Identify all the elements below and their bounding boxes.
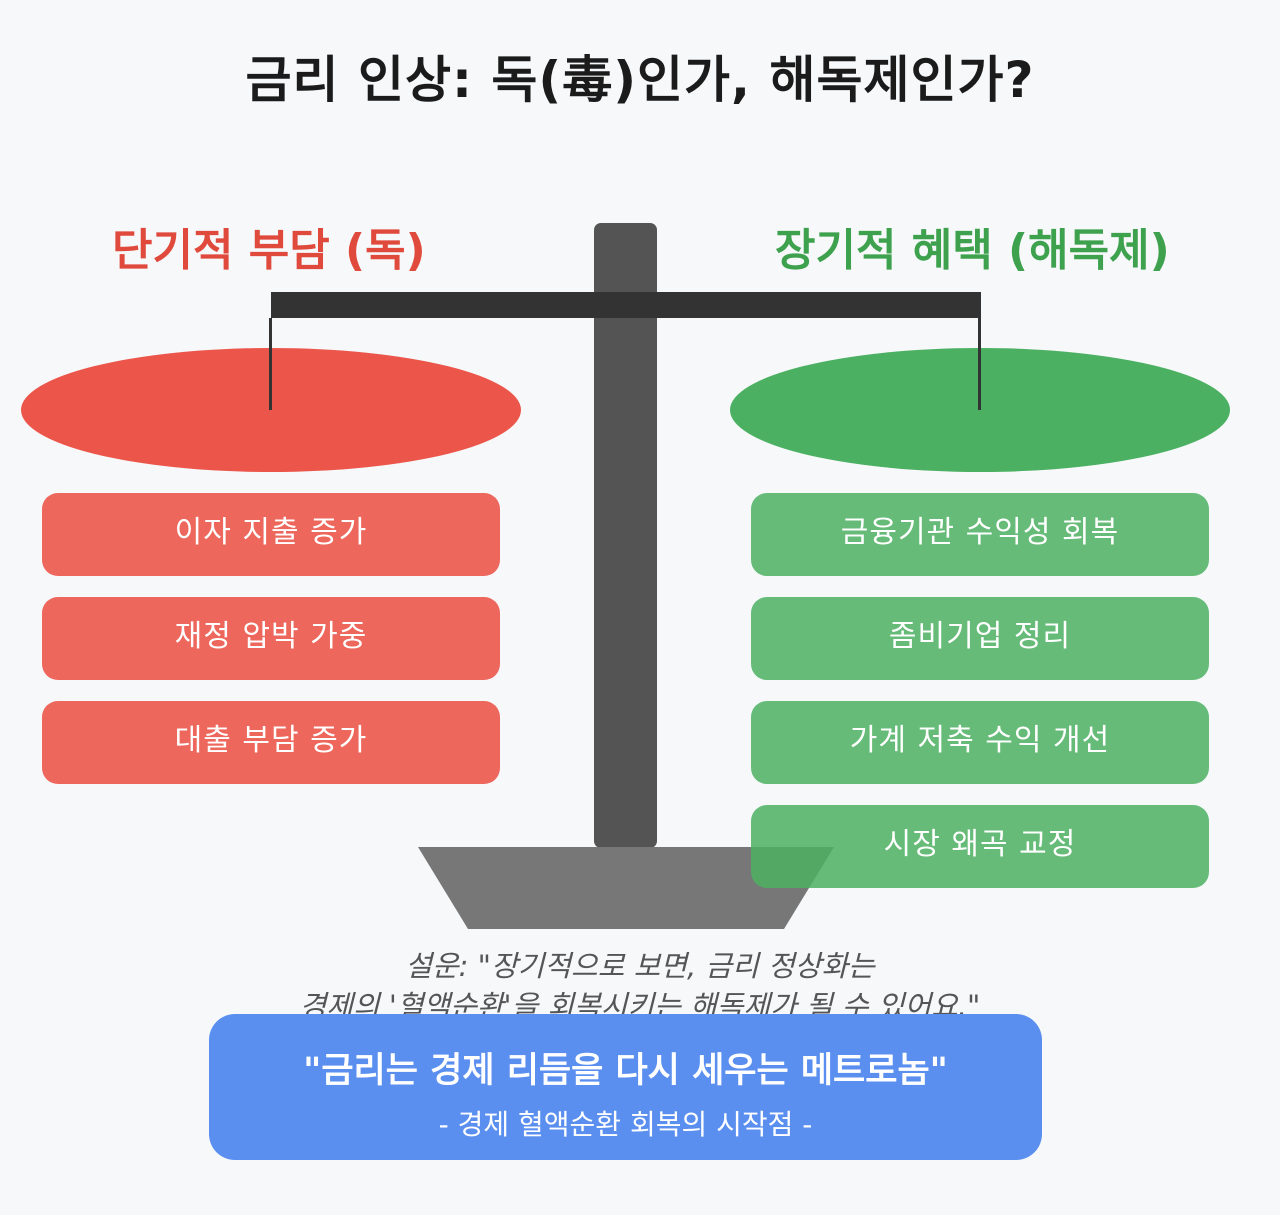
metronome-callout: "금리는 경제 리듬을 다시 세우는 메트로놈" - 경제 혈액순환 회복의 시… [209, 1014, 1042, 1160]
scale-base [418, 847, 834, 929]
benefit-item-zombie-cleanup: 좀비기업 정리 [751, 597, 1209, 680]
burden-item-fiscal-pressure: 재정 압박 가중 [42, 597, 500, 680]
quote-line-1: 설운: "장기적으로 보면, 금리 정상화는 [405, 949, 875, 983]
left-pan-string [269, 318, 272, 410]
callout-subtitle: - 경제 혈액순환 회복의 시작점 - [438, 1108, 813, 1141]
benefit-item-market-correction: 시장 왜곡 교정 [751, 805, 1209, 888]
page-title: 금리 인상: 독(毒)인가, 해독제인가? [245, 51, 1035, 109]
long-term-benefit-heading: 장기적 혜택 (해독제) [775, 225, 1170, 276]
short-term-burden-heading: 단기적 부담 (독) [112, 225, 426, 276]
callout-title: "금리는 경제 리듬을 다시 세우는 메트로놈" [303, 1051, 948, 1091]
burden-item-loan-burden: 대출 부담 증가 [42, 701, 500, 784]
benefit-item-savings-returns: 가계 저축 수익 개선 [751, 701, 1209, 784]
right-pan-string [978, 318, 981, 410]
scale-beam [271, 292, 981, 318]
scale-pillar [594, 223, 657, 848]
benefit-item-bank-profitability: 금융기관 수익성 회복 [751, 493, 1209, 576]
burden-item-interest-expense: 이자 지출 증가 [42, 493, 500, 576]
